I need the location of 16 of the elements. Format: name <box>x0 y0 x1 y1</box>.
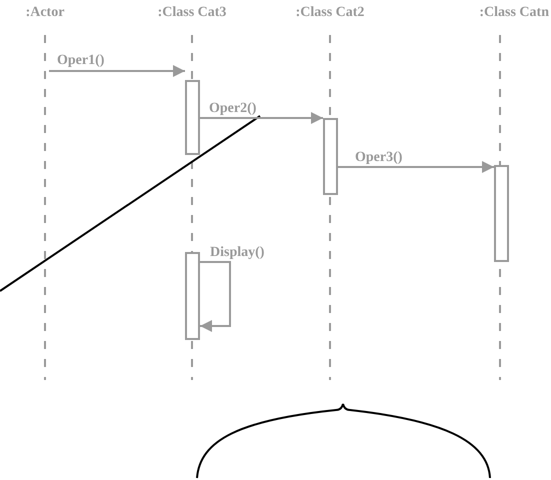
message-label: Oper3() <box>355 150 402 166</box>
lifeline-heading: :Class Cat2 <box>296 5 364 21</box>
message-arrow <box>337 161 494 173</box>
message-arrow <box>200 261 231 332</box>
lifeline-heading: :Class Cat3 <box>158 5 226 21</box>
message-arrow <box>200 112 323 124</box>
activation-bar <box>323 118 338 195</box>
activation-bar <box>185 252 200 340</box>
lifeline-heading: :Actor <box>26 5 64 21</box>
message-label: Oper2() <box>209 101 256 117</box>
message-arrow <box>49 65 185 77</box>
activation-bar <box>494 165 509 262</box>
lifeline-heading: :Class Catn <box>479 5 549 21</box>
message-label: Oper1() <box>57 53 104 69</box>
message-label: Display() <box>210 245 264 261</box>
activation-bar <box>185 80 200 155</box>
